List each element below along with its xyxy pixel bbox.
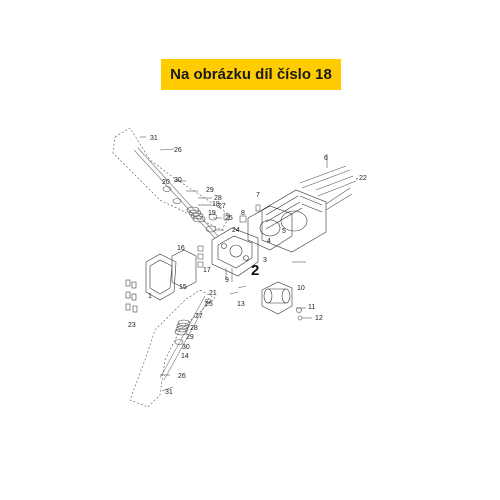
cover-bolts [125,279,138,313]
callout-27: 27 [218,203,226,210]
callout-13: 13 [237,301,245,308]
lower-valve-spring [174,319,191,336]
callout-20: 20 [162,179,170,186]
callout-7: 7 [256,192,260,199]
callout-12: 12 [315,315,323,322]
callout-6: 6 [324,155,328,162]
callout-17: 17 [203,267,211,274]
callout-14: 14 [181,353,189,360]
callout-22: 22 [359,175,367,182]
cylinder-block [261,189,327,253]
callout-28: 28 [214,195,222,202]
cylinder-head [211,227,259,277]
callout-3: 3 [263,257,267,264]
upper-assembly-outline [112,127,231,231]
valve-cover [145,253,177,301]
head-gasket [247,205,293,251]
callout-9: 9 [225,277,229,284]
callout-28-lower: 28 [190,325,198,332]
callout-4: 4 [267,238,271,245]
callout-23: 23 [128,322,136,329]
callout-labels: 31 26 20 30 29 28 27 25 24 18 19 8 7 6 2… [128,135,367,396]
lower-assembly-outline [129,289,216,408]
callout-30-lower: 30 [182,344,190,351]
callout-31-lower: 31 [165,389,173,396]
callout-10: 10 [297,285,305,292]
intake-manifold [261,281,293,315]
callout-2: 2 [251,262,259,279]
callout-30: 30 [174,177,182,184]
callout-29-lower: 29 [186,334,194,341]
callout-18: 18 [212,201,220,208]
callout-16: 16 [177,245,185,252]
callout-11: 11 [308,304,315,311]
callout-29: 29 [206,187,214,194]
callout-31: 31 [150,135,158,142]
upper-valve-spring [186,206,206,223]
callout-15: 15 [179,284,187,291]
callout-19: 19 [208,210,216,217]
callout-21: 21 [209,290,217,297]
callout-27-lower: 27 [195,313,203,320]
part-number-banner: Na obrázku díl číslo 18 [161,59,341,90]
cover-gasket [171,249,197,289]
callout-5: 5 [282,228,286,235]
callout-26-lower: 26 [178,373,186,380]
callout-24: 24 [232,227,240,234]
callout-26: 26 [174,147,182,154]
callout-8: 8 [241,210,245,217]
callout-1: 1 [148,293,152,300]
callout-25-lower: 25 [205,301,213,308]
callout-25: 25 [225,215,233,222]
